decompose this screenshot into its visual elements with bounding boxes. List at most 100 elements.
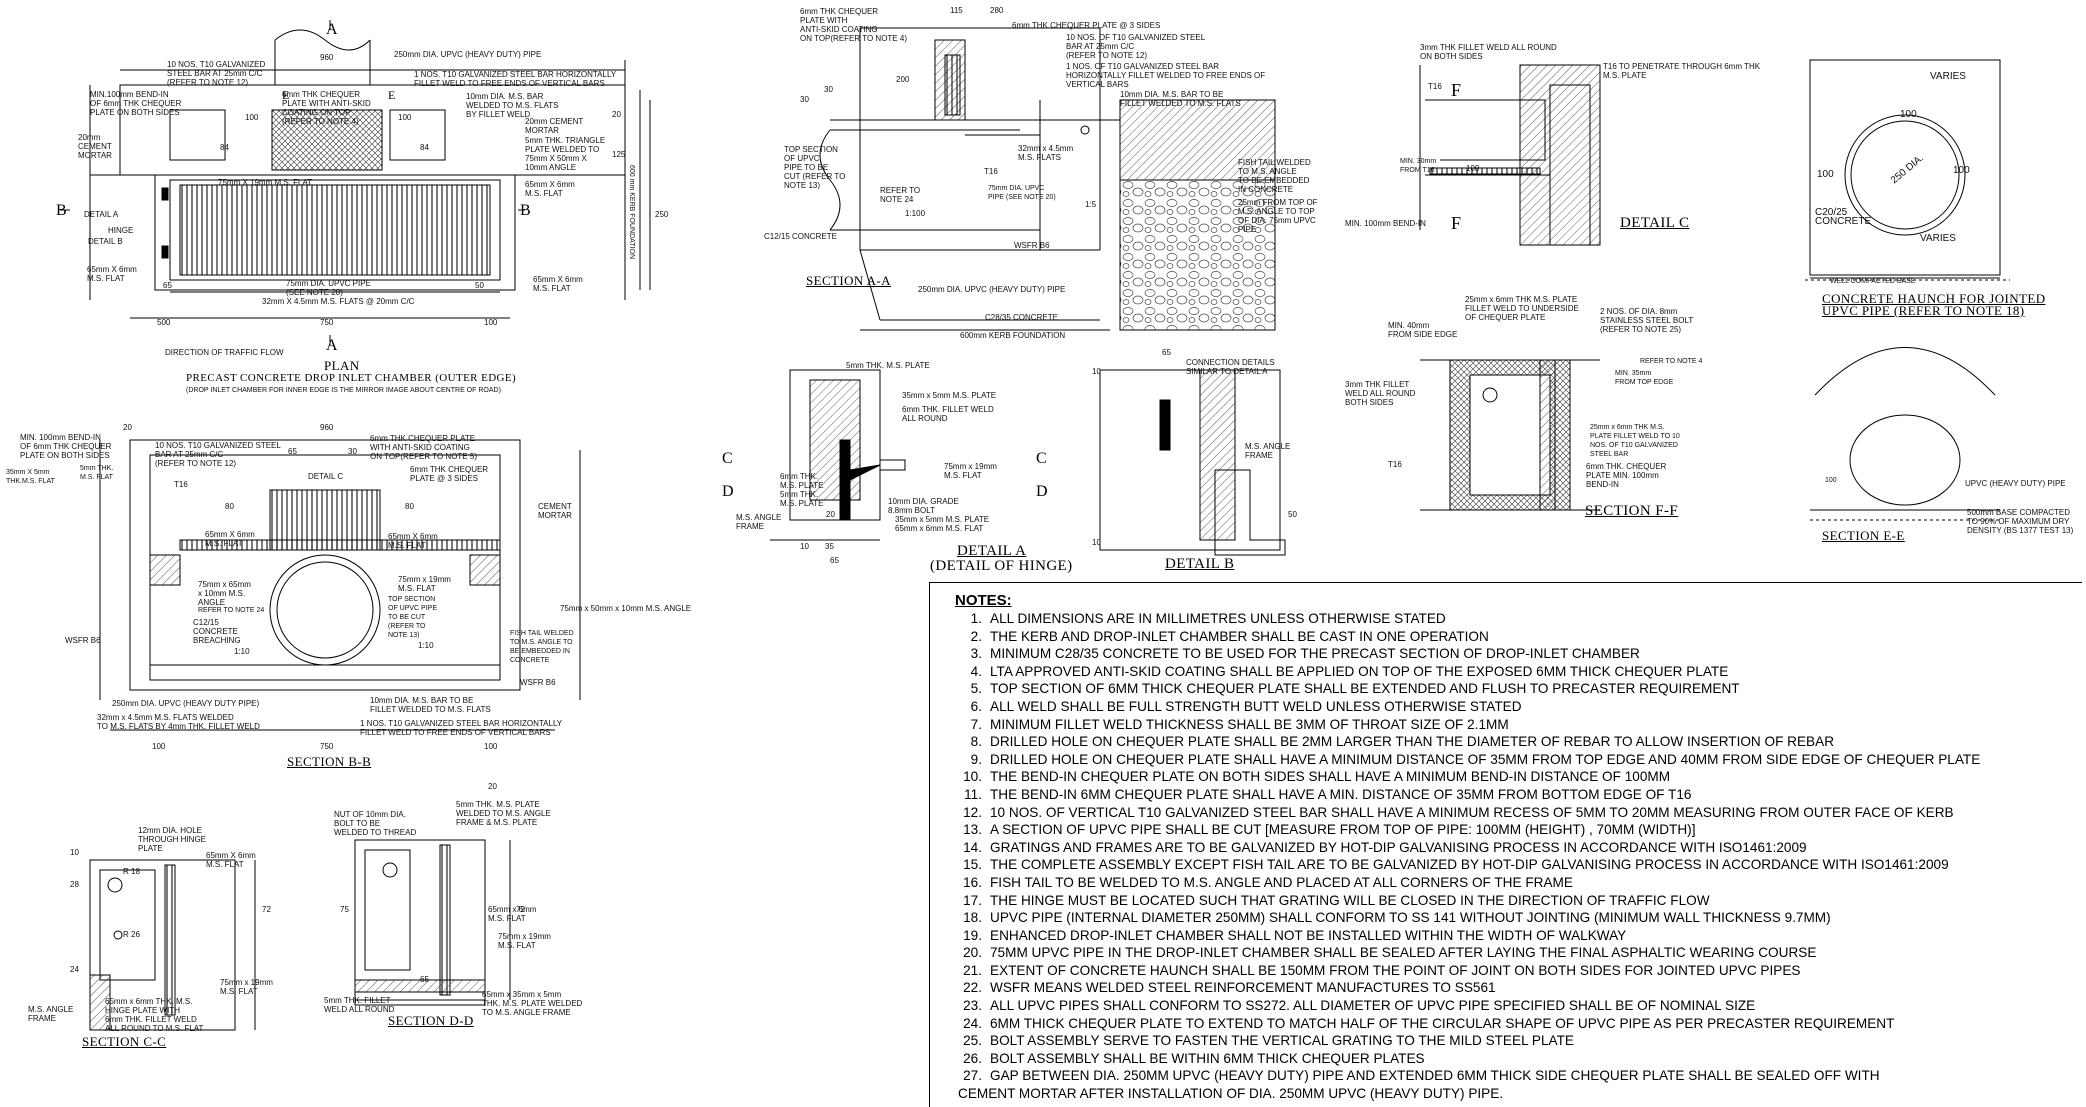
section-cc-view bbox=[89, 859, 256, 1031]
ee-dim-100a: 100 bbox=[1900, 109, 1917, 120]
section-ff-view bbox=[1420, 359, 1600, 511]
dc-weld-label: 3mm THK FILLET WELD ALL ROUND ON BOTH SI… bbox=[1420, 43, 1557, 61]
bb-flat65b-label: 65mm X 6mm M.S. FLAT bbox=[388, 532, 438, 550]
bb-slope1-label: 1:10 bbox=[234, 647, 250, 656]
detail-b-title: DETAIL B bbox=[1165, 556, 1235, 572]
note-number: 26. bbox=[963, 1050, 982, 1066]
cc-dim-24: 24 bbox=[70, 965, 79, 974]
dd-dim-20: 20 bbox=[488, 782, 497, 791]
note-item: 22.WSFR MEANS WELDED STEEL REINFORCEMENT… bbox=[958, 979, 2078, 997]
note-text: 75MM UPVC PIPE IN THE DROP-INLET CHAMBER… bbox=[990, 945, 1817, 961]
dc-t16b-label: T16 bbox=[1428, 82, 1442, 91]
detail-a-subtitle: (DETAIL OF HINGE) bbox=[930, 558, 1073, 574]
note-item: 26.BOLT ASSEMBLY SHALL BE WITHIN 6MM THI… bbox=[958, 1050, 2078, 1068]
note-number: 23. bbox=[963, 998, 982, 1014]
note-number: 3. bbox=[970, 646, 982, 662]
note-number: 7. bbox=[970, 716, 982, 732]
db-dim-10: 10 bbox=[1092, 538, 1101, 547]
aa-wsfr-label: WSFR B6 bbox=[1014, 241, 1050, 250]
aa-top-section-label: TOP SECTION OF UPVC PIPE TO BE CUT (REFE… bbox=[784, 145, 846, 190]
aa-dim-280: 280 bbox=[990, 6, 1004, 15]
note-item: 9.DRILLED HOLE ON CHEQUER PLATE SHALL HA… bbox=[958, 751, 2078, 769]
note-text: DRILLED HOLE ON CHEQUER PLATE SHALL BE 2… bbox=[990, 734, 1835, 750]
note-text: BOLT ASSEMBLY SERVE TO FASTEN THE VERTIC… bbox=[990, 1033, 1574, 1049]
da-weld-label: 6mm THK. FILLET WELD ALL ROUND bbox=[902, 405, 994, 423]
ff-plate-label: 25mm x 6mm THK M.S. PLATE FILLET WELD TO… bbox=[1465, 295, 1579, 322]
bb-thk5-label: 5mm THK. M.S. FLAT bbox=[80, 465, 114, 481]
note-item: 20. 75MM UPVC PIPE IN THE DROP-INLET CHAM… bbox=[958, 944, 2078, 962]
aa-t16-label: T16 bbox=[984, 167, 998, 176]
plan-title: PLAN bbox=[324, 358, 360, 373]
plan-t10-bars-label: 10 NOS. T10 GALVANIZED STEEL BAR AT 25mm… bbox=[167, 60, 266, 87]
marker-c-left: C bbox=[722, 450, 733, 467]
ff-bolt-label: 2 NOS. OF DIA. 8mm STAINLESS STEEL BOLT … bbox=[1600, 307, 1694, 334]
notes-panel bbox=[929, 582, 2082, 1107]
cc-hole-label: 12mm DIA. HOLE THROUGH HINGE PLATE bbox=[138, 826, 206, 853]
bb-dim-100a: 100 bbox=[152, 742, 166, 751]
plan-flats-cc-label: 32mm X 4.5mm M.S. FLATS @ 20mm C/C bbox=[262, 297, 415, 306]
aa-dim-30a: 30 bbox=[800, 95, 809, 104]
marker-e-left: E bbox=[282, 88, 290, 102]
bb-flat75-label: 75mm x 19mm M.S. FLAT bbox=[398, 575, 451, 593]
marker-c-right: C bbox=[1036, 450, 1047, 467]
section-bb-title: SECTION B-B bbox=[287, 754, 372, 769]
detail-c-title: DETAIL C bbox=[1620, 215, 1690, 231]
note-number: 20. bbox=[963, 945, 982, 961]
db-dim-50: 50 bbox=[1288, 510, 1297, 519]
note-item: 7.MINIMUM FILLET WELD THICKNESS SHALL BE… bbox=[958, 716, 2078, 734]
marker-f-bottom: F bbox=[1451, 213, 1462, 233]
cc-hinge-label: 65mm x 6mm THK. M.S. HINGE PLATE WITH 6m… bbox=[105, 997, 204, 1033]
haunch-title-1: CONCRETE HAUNCH FOR JOINTED bbox=[1822, 291, 2046, 306]
note-item: 12.10 NOS. OF VERTICAL T10 GALVANIZED ST… bbox=[958, 804, 2078, 822]
marker-b-left: B bbox=[56, 202, 67, 219]
dd-flat65-label: 65mm x 6mm M.S. FLAT bbox=[488, 905, 537, 923]
dc-min30-label: MIN. 30mm FROM T16 bbox=[1400, 158, 1437, 174]
note-number: 16. bbox=[963, 874, 982, 890]
note-item: 2.THE KERB AND DROP-INLET CHAMBER SHALL … bbox=[958, 628, 2078, 646]
da-dim-20: 20 bbox=[826, 510, 835, 519]
aa-msbar-label: 10mm DIA. M.S. BAR TO BE FILLET WELDED T… bbox=[1120, 90, 1241, 108]
marker-e-right: E bbox=[388, 88, 396, 102]
aa-t10-label: 10 NOS. OF T10 GALVANIZED STEEL BAR AT 2… bbox=[1066, 33, 1206, 60]
plan-traffic-label: DIRECTION OF TRAFFIC FLOW bbox=[165, 348, 284, 357]
bb-dim-750: 750 bbox=[320, 742, 334, 751]
section-dd-view bbox=[354, 839, 511, 1006]
aa-plate3-label: 6mm THK CHEQUER PLATE @ 3 SIDES bbox=[1012, 21, 1161, 30]
aa-c28-label: C28/35 CONCRETE bbox=[985, 313, 1058, 322]
note-text: 6MM THICK CHEQUER PLATE TO EXTEND TO MAT… bbox=[990, 1015, 1895, 1031]
ff-t16-label: T16 bbox=[1388, 460, 1402, 469]
cc-flat65-label: 65mm X 6mm M.S. FLAT bbox=[206, 851, 256, 869]
note-item: 24.6MM THICK CHEQUER PLATE TO EXTEND TO … bbox=[958, 1015, 2078, 1033]
da-flat65-label: 65mm x 6mm M.S. FLAT bbox=[895, 524, 984, 533]
aa-slope1-label: 1:100 bbox=[905, 209, 926, 218]
section-aa-view bbox=[819, 27, 1276, 331]
cc-r26-label: R 26 bbox=[123, 930, 140, 939]
note-item: 6.ALL WELD SHALL BE FULL STRENGTH BUTT W… bbox=[958, 698, 2078, 716]
bb-t16-label: T16 bbox=[174, 480, 188, 489]
plan-dim-84b: 84 bbox=[420, 143, 429, 152]
note-item: 4.LTA APPROVED ANTI-SKID COATING SHALL B… bbox=[958, 663, 2078, 681]
bb-dim-65: 65 bbox=[288, 447, 297, 456]
section-ee-view bbox=[1805, 59, 2010, 521]
detail-a-title: DETAIL A bbox=[957, 543, 1027, 559]
note-item: 14.GRATINGS AND FRAMES ARE TO BE GALVANI… bbox=[958, 839, 2078, 857]
note-number: 25. bbox=[963, 1033, 982, 1049]
bb-dim-960: 960 bbox=[320, 423, 334, 432]
ee-varies-bottom: VARIES bbox=[1920, 233, 1956, 244]
cc-r18-label: R 18 bbox=[123, 867, 140, 876]
note-number: 8. bbox=[970, 734, 982, 750]
section-ff-title: SECTION F-F bbox=[1585, 503, 1679, 519]
notes-list: 1.ALL DIMENSIONS ARE IN MILLIMETRES UNLE… bbox=[958, 610, 2078, 1103]
bb-msbar-label: 10mm DIA. M.S. BAR TO BE FILLET WELDED T… bbox=[370, 696, 491, 714]
note-item: 5.TOP SECTION OF 6MM THICK CHEQUER PLATE… bbox=[958, 680, 2078, 698]
note-text: ENHANCED DROP-INLET CHAMBER SHALL NOT BE… bbox=[990, 927, 1627, 943]
da-dim-65: 65 bbox=[830, 556, 839, 565]
note-number: 9. bbox=[970, 751, 982, 767]
aa-dim-30b: 30 bbox=[824, 85, 833, 94]
note-item: 16.FISH TAIL TO BE WELDED TO M.S. ANGLE … bbox=[958, 874, 2078, 892]
dd-dim-65: 65 bbox=[420, 975, 429, 984]
plan-chequer-label: 6mm THK CHEQUER PLATE WITH ANTI-SKID COA… bbox=[282, 90, 371, 126]
marker-b-right: B bbox=[520, 202, 531, 219]
note-item: 25. BOLT ASSEMBLY SERVE TO FASTEN THE VER… bbox=[958, 1032, 2078, 1050]
